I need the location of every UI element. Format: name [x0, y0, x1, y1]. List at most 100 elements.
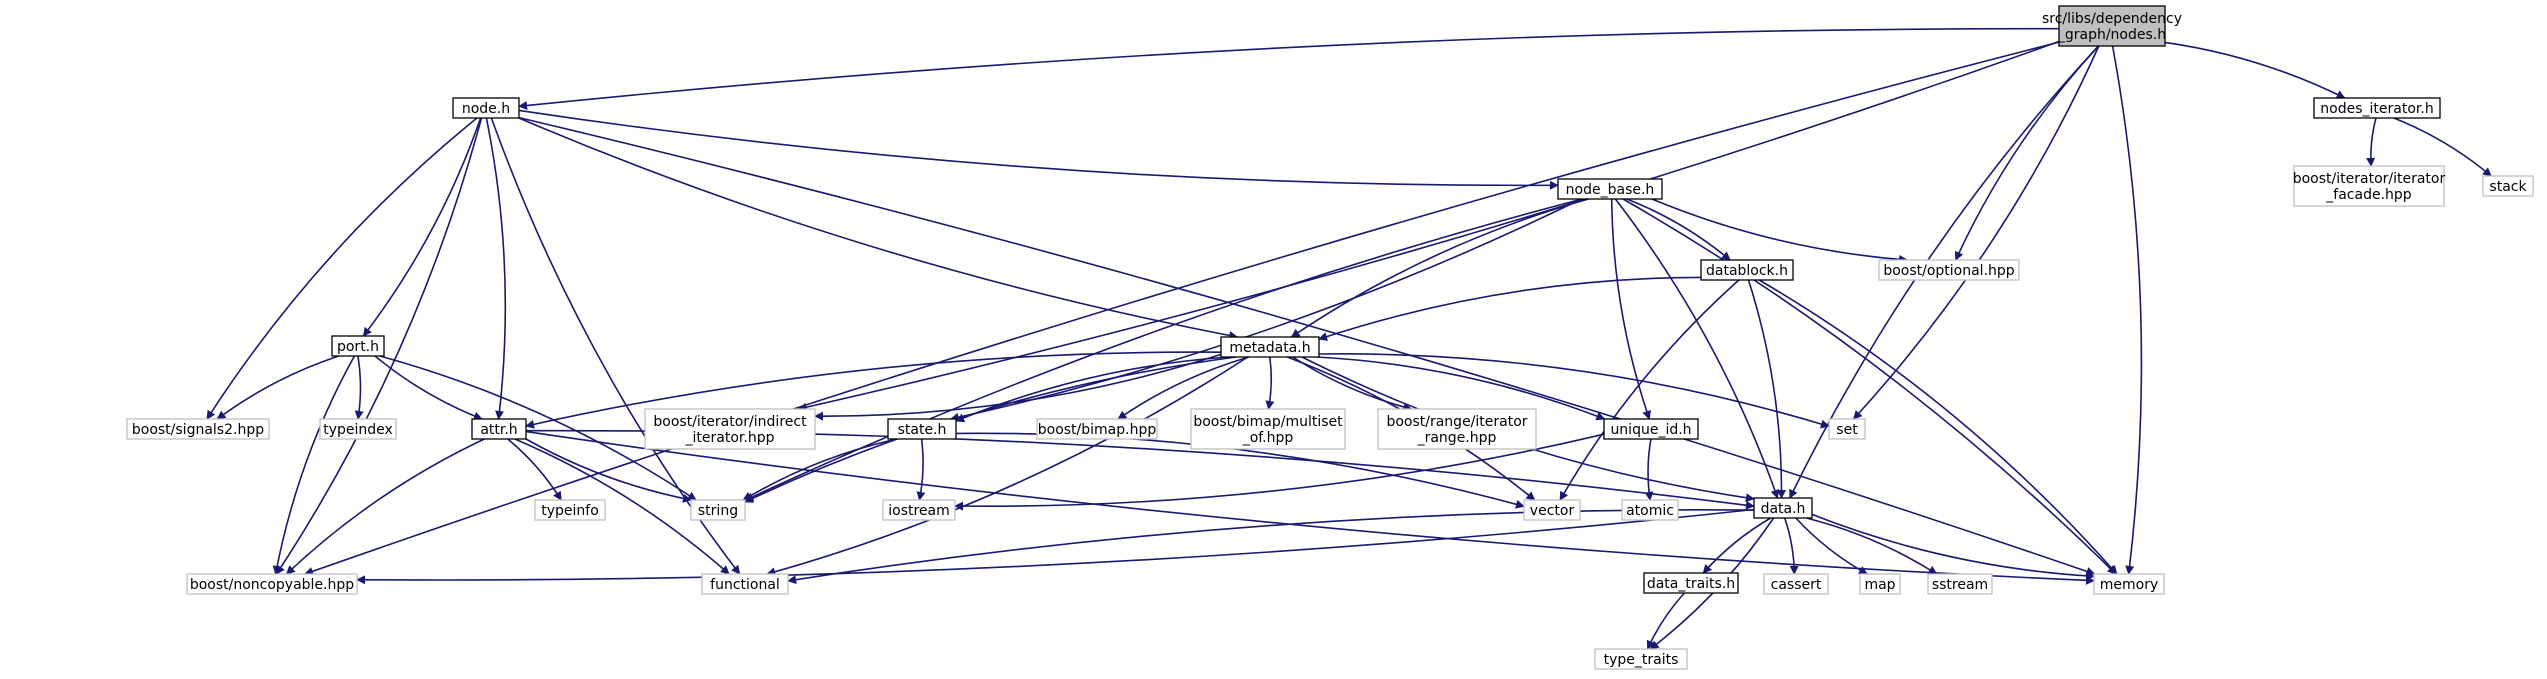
edge-node_h-to-memory: [518, 116, 2096, 576]
node-box: [1594, 648, 1688, 670]
node-signals2: boost/signals2.hpp: [126, 418, 270, 440]
edge-node_base-to-datablock: [1626, 198, 1731, 261]
node-bimap: boost/bimap.hpp: [1036, 418, 1158, 440]
edge-root-to-noncopyable: [304, 41, 2060, 576]
node-set: set: [1828, 418, 1866, 440]
node-label: boost/optional.hpp: [1883, 263, 2014, 279]
node-stack: stack: [2482, 175, 2534, 197]
edge-data-to-sstream: [1806, 517, 1938, 575]
node-label: _facade.hpp: [2325, 187, 2411, 203]
node-box: [2293, 165, 2445, 207]
node-box: [644, 408, 816, 450]
node-box: [452, 97, 520, 119]
node-label: vector: [1530, 503, 1575, 519]
node-box: [882, 499, 956, 521]
node-box: [186, 573, 358, 595]
node-data[interactable]: data.h: [1753, 497, 1813, 519]
node-nodes-iterator[interactable]: nodes_iterator.h: [2313, 97, 2441, 119]
node-box: [1859, 573, 1901, 595]
node-indirect-iterator: boost/iterator/indirect_iterator.hpp: [644, 408, 816, 450]
node-data-traits[interactable]: data_traits.h: [1643, 572, 1739, 594]
edge-node_base-to-boost_optional: [1651, 198, 1908, 264]
node-box: [534, 499, 606, 521]
node-map: map: [1859, 573, 1901, 595]
node-label: _of.hpp: [1242, 430, 1294, 446]
edge-port-to-typeindex: [354, 355, 364, 420]
node-box: [1036, 418, 1158, 440]
edge-root-to-node_h: [518, 27, 2060, 110]
node-metadata[interactable]: metadata.h: [1220, 336, 1320, 358]
edge-node_h-to-port: [362, 117, 482, 337]
node-label: iostream: [888, 503, 950, 519]
node-iterator-facade: boost/iterator/iterator_facade.hpp: [2293, 165, 2445, 207]
node-unique-id[interactable]: unique_id.h: [1603, 418, 1699, 440]
edge-port-to-noncopyable: [272, 355, 356, 575]
edge-metadata-to-multiset_of: [1265, 356, 1275, 410]
node-box: [1220, 336, 1320, 358]
node-attr[interactable]: attr.h: [471, 418, 527, 440]
node-type-traits: type_traits: [1594, 648, 1688, 670]
node-atomic: atomic: [1621, 499, 1679, 521]
node-box: [331, 335, 385, 357]
edge-node_base-to-state: [949, 198, 1582, 422]
edge-metadata-to-unique_id: [1316, 356, 1606, 421]
node-label: string: [698, 503, 738, 519]
edge-node_base-to-unique_id: [1610, 198, 1651, 420]
edge-unique_id-to-iostream: [954, 433, 1605, 511]
edge-node_h-to-attr: [485, 117, 507, 420]
node-label: nodes_iterator.h: [2320, 101, 2433, 117]
node-label: cassert: [1771, 577, 1822, 593]
edge-data-to-memory: [1811, 513, 2095, 581]
node-typeinfo: typeinfo: [534, 499, 606, 521]
node-label: boost/bimap.hpp: [1038, 422, 1157, 438]
node-port[interactable]: port.h: [331, 335, 385, 357]
node-box: [1643, 572, 1739, 594]
node-node-h[interactable]: node.h: [452, 97, 520, 119]
node-label: boost/signals2.hpp: [132, 422, 264, 438]
node-box: [1557, 178, 1663, 200]
node-root[interactable]: src/libs/dependency_graph/nodes.h: [2042, 5, 2182, 47]
edge-attr-to-functional: [514, 438, 730, 575]
node-box: [126, 418, 270, 440]
edge-node_h-to-signals2: [206, 117, 478, 420]
node-box: [1828, 418, 1866, 440]
node-label: _range.hpp: [1417, 430, 1497, 446]
edge-node_base-to-metadata: [1290, 198, 1589, 338]
edge-root-to-indirect_iterator: [797, 40, 2060, 412]
edge-root-to-boost_optional: [1954, 45, 2100, 261]
edge-port-to-attr: [374, 355, 483, 421]
node-label: datablock.h: [1706, 263, 1788, 279]
node-label: atomic: [1626, 503, 1674, 519]
node-datablock[interactable]: datablock.h: [1700, 259, 1794, 281]
edge-unique_id-to-atomic: [1644, 438, 1654, 501]
node-node-base[interactable]: node_base.h: [1557, 178, 1663, 200]
node-label: memory: [2100, 577, 2159, 593]
edge-data-to-functional: [787, 509, 1755, 585]
node-functional: functional: [701, 573, 789, 595]
node-multiset-of: boost/bimap/multiset_of.hpp: [1190, 408, 1346, 450]
node-box: [2482, 175, 2534, 197]
node-label: map: [1864, 577, 1895, 593]
node-box: [690, 499, 746, 521]
node-label: type_traits: [1604, 652, 1679, 668]
edge-data_traits-to-type_traits: [1646, 592, 1685, 650]
node-vector: vector: [1523, 499, 1581, 521]
node-label: _graph/nodes.h: [2057, 27, 2166, 43]
node-box: [701, 573, 789, 595]
node-iterator-range: boost/range/iterator_range.hpp: [1377, 408, 1537, 450]
node-label: boost/iterator/indirect: [653, 414, 807, 430]
edge-state-to-iostream: [916, 438, 926, 501]
node-typeindex: typeindex: [319, 418, 397, 440]
edge-node_h-to-node_base: [518, 109, 1559, 190]
edge-metadata-to-functional: [766, 356, 1249, 577]
node-string: string: [690, 499, 746, 521]
dependency-nodes: src/libs/dependency_graph/nodes.h node.h n…: [126, 5, 2534, 670]
edge-metadata-to-set: [1318, 353, 1830, 429]
edge-nodes_iterator-to-stack: [2393, 117, 2492, 177]
edge-attr-to-noncopyable: [285, 438, 485, 575]
edge-datablock-to-metadata: [1318, 276, 1702, 341]
node-state[interactable]: state.h: [887, 418, 957, 440]
node-label: typeinfo: [541, 503, 599, 519]
edge-attr-to-string: [525, 438, 692, 503]
edge-root-to-nodes_iterator: [2164, 41, 2346, 99]
